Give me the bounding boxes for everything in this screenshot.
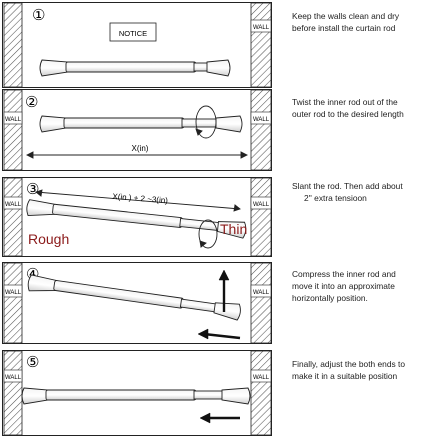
wall-label-left: WALL xyxy=(5,202,22,208)
wall-label-left: WALL xyxy=(5,290,22,296)
left-arrow-icon xyxy=(199,412,240,424)
caption-line: Twist the inner rod out of the xyxy=(292,97,398,107)
step-5-panel: WALL WALL ⑤ xyxy=(2,350,272,436)
wall-label-right: WALL xyxy=(253,202,270,208)
curtain-rod xyxy=(39,59,231,77)
step-3-panel: WALL WALL ③ X(in ) + 2 ~3(in) Rough Thin xyxy=(2,177,272,257)
right-wall xyxy=(250,89,272,171)
panel-frame xyxy=(2,177,272,257)
wall-label-right: WALL xyxy=(253,117,270,123)
panel-frame xyxy=(2,350,272,436)
notice-box xyxy=(109,22,157,42)
left-wall xyxy=(3,89,23,171)
step-1-caption: Keep the walls clean and dry before inst… xyxy=(292,10,424,34)
left-wall xyxy=(3,2,23,88)
step-number: ② xyxy=(25,94,38,111)
right-wall xyxy=(250,262,272,344)
caption-line: 2'' extra tensioon xyxy=(304,193,367,203)
curtain-rod xyxy=(27,274,241,321)
right-wall xyxy=(250,350,272,436)
left-wall xyxy=(3,350,23,436)
caption-line: before install the curtain rod xyxy=(292,23,396,33)
caption-line: Compress the inner rod and xyxy=(292,269,396,279)
step-number: ⑤ xyxy=(26,354,39,371)
curtain-rod xyxy=(21,387,251,405)
step-5-caption: Finally, adjust the both ends to make it… xyxy=(292,358,424,382)
step-number: ① xyxy=(32,7,45,24)
step-number: ③ xyxy=(26,181,39,198)
caption-line: move it into an approximate xyxy=(292,281,395,291)
caption-line: Keep the walls clean and dry xyxy=(292,11,400,21)
left-wall xyxy=(3,177,23,257)
caption-line: Finally, adjust the both ends to xyxy=(292,359,405,369)
left-wall xyxy=(3,262,23,344)
measure-line xyxy=(35,189,241,212)
caption-line: outer rod to the desired length xyxy=(292,109,404,119)
step-4-panel: WALL WALL ④ xyxy=(2,262,272,344)
step-4-caption: Compress the inner rod and move it into … xyxy=(292,268,424,304)
up-arrow-icon xyxy=(218,269,230,312)
right-wall xyxy=(250,177,272,257)
caption-line: horizontally position. xyxy=(292,293,368,303)
measure-line xyxy=(25,151,249,159)
step-2-caption: Twist the inner rod out of the outer rod… xyxy=(292,96,424,120)
caption-line: Slant the rod. Then add about xyxy=(292,181,403,191)
left-arrow-icon xyxy=(197,328,241,340)
measure-label: X(in) xyxy=(132,144,149,153)
wall-label-right: WALL xyxy=(253,375,270,381)
curtain-rod xyxy=(39,115,243,133)
measure-label: X(in ) + 2 ~3(in) xyxy=(112,192,168,205)
panel-frame xyxy=(2,262,272,344)
wall-label-left: WALL xyxy=(5,117,22,123)
panel-frame xyxy=(2,2,272,88)
twist-arrow-icon xyxy=(195,105,217,139)
twist-arrow-icon xyxy=(198,219,218,249)
notice-label: NOTICE xyxy=(119,29,147,38)
wall-label-right: WALL xyxy=(253,25,270,31)
step-3-caption: Slant the rod. Then add about 2'' extra … xyxy=(292,180,424,204)
thin-label: Thin xyxy=(220,221,247,237)
wall-label-left: WALL xyxy=(5,375,22,381)
step-1-panel: WALL ① NOTICE xyxy=(2,2,272,88)
right-wall xyxy=(250,2,272,88)
curtain-rod xyxy=(26,199,247,239)
wall-label-right: WALL xyxy=(253,290,270,296)
step-2-panel: WALL WALL ② X(in) xyxy=(2,89,272,171)
caption-line: make it in a suitable position xyxy=(292,371,398,381)
panel-frame xyxy=(2,89,272,171)
rough-label: Rough xyxy=(28,231,69,247)
